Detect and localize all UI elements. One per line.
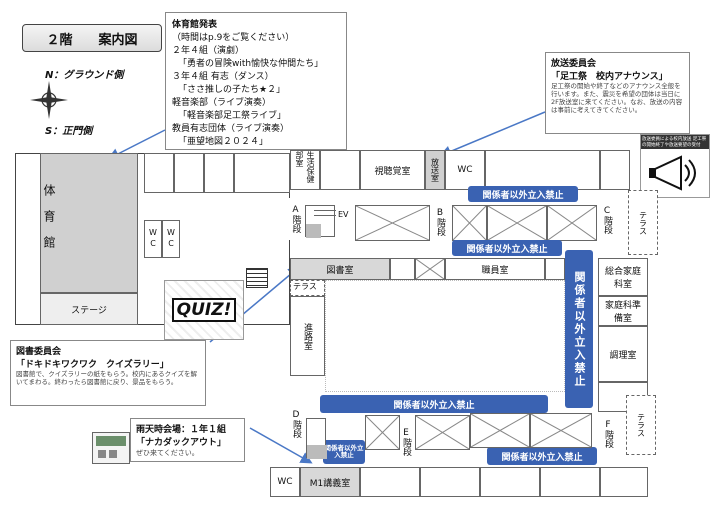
room-top-7 [600, 150, 630, 190]
stairs-e: E階段 [401, 428, 411, 456]
library-event-heading: 図書委員会 [16, 347, 62, 357]
m1-room: M1講義室 [300, 467, 360, 497]
room-top-4 [234, 153, 290, 193]
broadcast-poster: 放送委員による校内放送 足工祭の開始終了や放送要望の受付 [640, 134, 710, 198]
no-entry-banner: 関係者以外立入禁止 [320, 395, 548, 413]
stairs-b: B階段 [435, 208, 445, 236]
stairs-f: F階段 [603, 420, 613, 448]
room-x7 [415, 415, 470, 450]
rain-event-heading: 雨天時会場：１年１組 [136, 425, 227, 435]
compass-north-label: N：グラウンド側 [45, 70, 124, 81]
library-event-box: 図書委員会 「ドキドキワクワク クイズラリー」 図書館で、クイズラリーの紙をもら… [10, 340, 206, 406]
gym-event-line: 教員有志団体（ライブ演奏） [172, 124, 290, 134]
classroom-image [92, 432, 130, 464]
terrace-right-bottom: テラス [626, 395, 656, 455]
terrace-right-top: テラス [628, 190, 658, 255]
room-top-6 [485, 150, 600, 190]
compass: N：グラウンド側 S：正門側 [25, 62, 145, 142]
cooking-room: 調理室 [598, 326, 648, 382]
bottom-room-2 [420, 467, 480, 497]
gym-event-note: （時間はp.9をご覧ください） [172, 33, 295, 43]
career-room: 進路室 [290, 296, 325, 376]
stairs-a-shape [305, 205, 336, 238]
broadcast-room: 放送室 [425, 150, 445, 190]
no-entry-banner-vertical: 関係者以外立入禁止 [565, 250, 593, 408]
room-x8 [470, 413, 530, 448]
room-top-2 [174, 153, 204, 193]
no-entry-banner-small: 関係者以外立入禁止 [323, 440, 365, 464]
bottom-room-5 [600, 467, 648, 497]
room-x6 [365, 415, 400, 450]
rain-event-body: ぜひ来てください。 [136, 449, 199, 457]
wc-top: WC [445, 150, 485, 190]
compass-rose-icon [30, 81, 68, 119]
library-side [390, 258, 415, 280]
stairs-marker [246, 268, 268, 288]
gym-event-line: 「亜望地図２０２４」 [178, 137, 269, 147]
compass-south-label: S：正門側 [45, 126, 93, 137]
staff-room: 職員室 [445, 258, 545, 280]
quiz-image: QUIZ! [164, 280, 244, 340]
room-x1 [355, 205, 430, 241]
room-x2 [452, 205, 487, 241]
rain-event-title: 「ナカダックアウト」 [136, 438, 227, 448]
gym-event-box: 体育館発表 （時間はp.9をご覧ください） ２年４組（演劇） 「勇者の冒険wit… [165, 12, 347, 150]
stairs-d: D階段 [291, 410, 301, 438]
stairs-d-shape [306, 418, 327, 459]
stage-room: ステージ [40, 293, 138, 325]
room-x4 [547, 205, 597, 241]
rain-event-box: 雨天時会場：１年１組 「ナカダックアウト」 ぜひ来てください。 [130, 418, 245, 462]
staff-side [545, 258, 565, 280]
room-x9 [530, 413, 592, 448]
stairs-c: C階段 [602, 206, 612, 234]
megaphone-icon [649, 155, 696, 191]
gym-event-line: 軽音楽部（ライブ演奏） [172, 98, 272, 108]
room-top-1 [144, 153, 174, 193]
health-room: 生活保健部室 [290, 150, 320, 190]
broadcast-heading: 放送委員会 [551, 59, 597, 69]
library-room: 図書室 [290, 258, 390, 280]
library-event-title: 「ドキドキワクワク クイズラリー」 [16, 360, 169, 370]
av-room: 視聴覚室 [360, 150, 425, 190]
room-top-3 [204, 153, 234, 193]
bottom-room-4 [540, 467, 600, 497]
no-entry-banner: 関係者以外立入禁止 [468, 186, 578, 202]
broadcast-body: 足工祭の開始や終了などのアナウンス全般を行います。また、震災を希望の団体は当日に… [551, 82, 683, 115]
stairs-a: A階段 [286, 198, 306, 240]
gym-event-line: 「ささ推しの子たち★２」 [178, 85, 286, 95]
broadcast-box: 放送委員会 「足工祭 校内アナウンス」 足工祭の開始や終了などのアナウンス全般を… [545, 52, 690, 134]
arrow-m1 [249, 427, 313, 464]
wc-bottom: WC [270, 467, 300, 497]
gym-event-line: ３年４組 有志（ダンス） [172, 72, 274, 82]
bottom-room-3 [480, 467, 540, 497]
room-x5 [415, 258, 445, 280]
bottom-room-1 [360, 467, 420, 497]
gym-event-line: ２年４組（演劇） [172, 46, 245, 56]
gym-event-heading: 体育館発表 [172, 20, 218, 30]
page-title: ２階 案内図 [22, 24, 162, 52]
wc-left-1: WC [144, 220, 162, 258]
broadcast-title: 「足工祭 校内アナウンス」 [551, 72, 668, 82]
no-entry-banner: 関係者以外立入禁止 [487, 447, 597, 465]
gym-event-line: 「勇者の冒険with愉快な仲間たち」 [178, 59, 324, 69]
kateika-room: 家庭科準備室 [598, 296, 648, 326]
broadcast-poster-text: 放送委員による校内放送 足工祭の開始終了や放送要望の受付 [641, 135, 709, 149]
gym-room: 体育館 [40, 153, 138, 293]
room-x3 [487, 205, 547, 241]
room-top-5 [320, 150, 360, 190]
gym-event-line: 「軽音楽部足工祭ライブ」 [178, 111, 287, 121]
sogo-room: 総合家庭科室 [598, 258, 648, 296]
no-entry-banner: 関係者以外立入禁止 [452, 240, 562, 256]
courtyard-line [325, 280, 565, 392]
ev-label: EV [338, 210, 349, 219]
terrace-left: テラス [290, 280, 325, 296]
wc-left-2: WC [162, 220, 180, 258]
library-event-body: 図書館で、クイズラリーの紙をもらう。校内にあるクイズを解いてまわる。終わったら図… [16, 370, 197, 387]
arrow-broadcast [439, 111, 546, 158]
